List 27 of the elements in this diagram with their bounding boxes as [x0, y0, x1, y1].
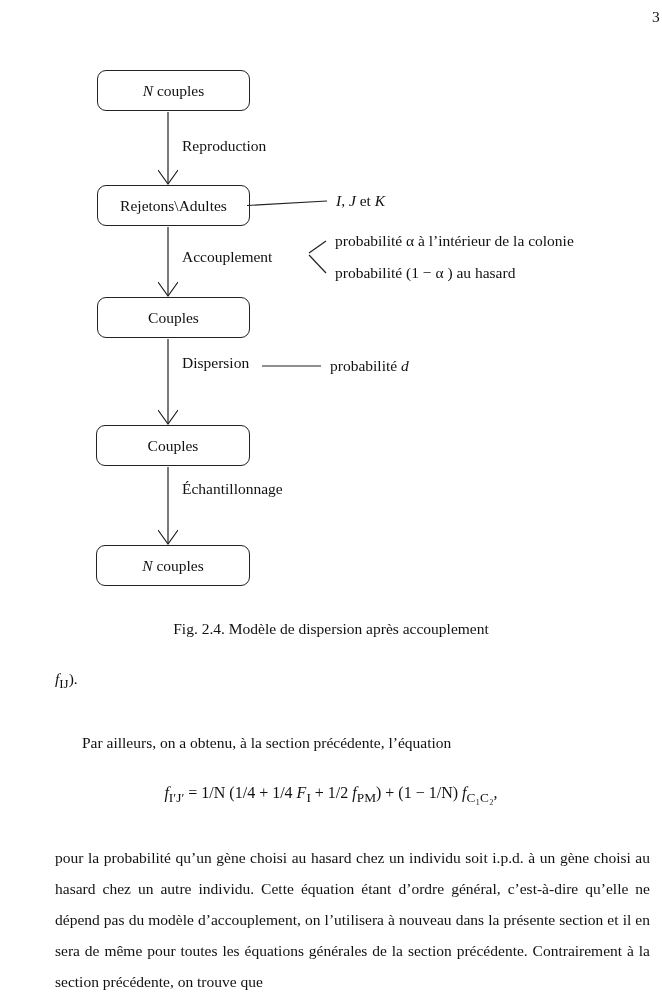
connector-line [308, 240, 327, 254]
annotation-text: I, J et K [336, 188, 386, 214]
process-box: Couples [97, 297, 250, 338]
arrow [157, 111, 179, 185]
body-text: f$_{IJ}$). [55, 670, 78, 693]
equation: f$_{I′J′}$ = 1/N (1/4 + 1/4 F$_{I}$ + 1/2 f$_{PM}$) + (1 − 1/N) f$_{C₁C₂}$, [163, 784, 499, 807]
process-box: N couples [97, 70, 250, 111]
connector-line [308, 254, 327, 274]
annotation-text: probabilité (1 − α ) au hasard [335, 260, 516, 286]
edge-label: Échantillonnage [182, 480, 283, 498]
figure-caption: Fig. 2.4. Modèle de dispersion après accouplement [172, 620, 490, 638]
body-paragraph: pour la probabilité qu’un gène choisi au hasard chez un individu soit i.p.d. à un gène choisi au hasard chez un autre individu. Cette équation étant d’ordre général, c’est-à-dire qu’elle ne dépend pas du modèle d’accouplement, on l’utilisera à nouveau dans la présente section et il en sera de même pour toutes les équations générales de la section précédente. Contrairement à la section précédente, on trouve que [55, 848, 650, 992]
edge-label: Reproduction [182, 137, 267, 155]
edge-label: Accouplement [182, 248, 273, 266]
connector-line [246, 200, 328, 207]
process-box: N couples [96, 545, 250, 586]
arrow [157, 226, 179, 297]
page-number: 3 [652, 8, 660, 26]
arrow [157, 466, 179, 545]
connector-line [261, 365, 322, 367]
body-text: Par ailleurs, on a obtenu, à la section précédente, l’équation [82, 734, 452, 752]
edge-label: Dispersion [182, 354, 250, 372]
annotation-text: probabilité α à l’intérieur de la colonie [335, 228, 574, 254]
arrow [157, 338, 179, 425]
process-box: Couples [96, 425, 250, 466]
process-box: Rejetons\Adultes [97, 185, 250, 226]
annotation-text: probabilité d [330, 353, 409, 379]
